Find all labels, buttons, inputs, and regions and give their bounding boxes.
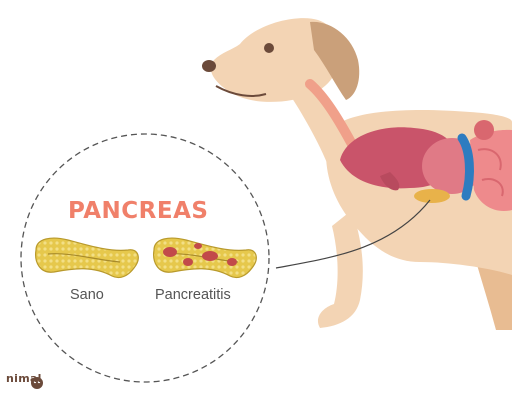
dog-nose	[202, 60, 216, 72]
dog-front-leg	[318, 210, 363, 328]
inflamed-pancreas-illustration	[154, 238, 257, 277]
pancreas-title: PANCREAS	[68, 198, 258, 224]
kidney	[474, 120, 494, 140]
healthy-label: Sano	[70, 287, 104, 303]
pancreas-in-dog	[414, 189, 450, 203]
dog-eye	[264, 43, 274, 53]
healthy-pancreas-illustration	[36, 238, 139, 277]
brand-logo: nimal	[6, 372, 42, 385]
pancreatitis-label: Pancreatitis	[155, 287, 231, 303]
